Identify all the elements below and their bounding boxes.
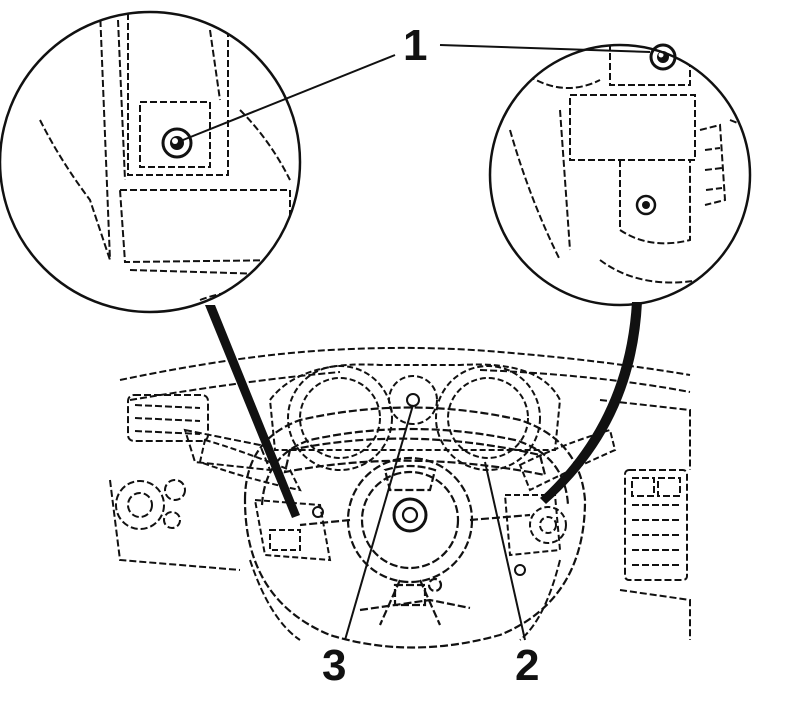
left-magnifier-circle [0,10,302,314]
callout-3: 3 [322,641,346,690]
left-knob-large [115,480,165,530]
callout-1: 1 [403,21,427,70]
steering-wheel [243,406,587,649]
left-combination-switch [198,438,332,562]
right-magnifier-circle [488,43,752,307]
leader-1-right [439,44,651,53]
left-mounting-bolt [161,127,193,159]
wheel-rim [243,406,587,649]
left-bolt-bracket [139,101,211,168]
left-vent [127,394,209,442]
speedometer [287,365,393,471]
center-gauge [388,375,438,425]
leader-1-left [182,54,396,141]
instrument-cluster [268,363,562,471]
right-detail-view [488,43,752,504]
callout-2: 2 [515,641,539,690]
right-vent [624,469,688,581]
left-knob-small [164,479,186,501]
right-bolt-bracket [569,94,696,161]
left-magnifier-pointer [205,305,300,518]
leader-2 [484,461,526,641]
upper-steering-column-cover [283,437,547,477]
dashboard [109,346,691,641]
right-magnifier-pointer [540,302,642,504]
right-combination-switch [503,428,617,576]
right-lower-bolt [635,194,657,216]
leader-3 [344,404,414,641]
ignition-lock [529,506,567,544]
tachometer [435,365,541,471]
leader-lines [182,44,651,641]
